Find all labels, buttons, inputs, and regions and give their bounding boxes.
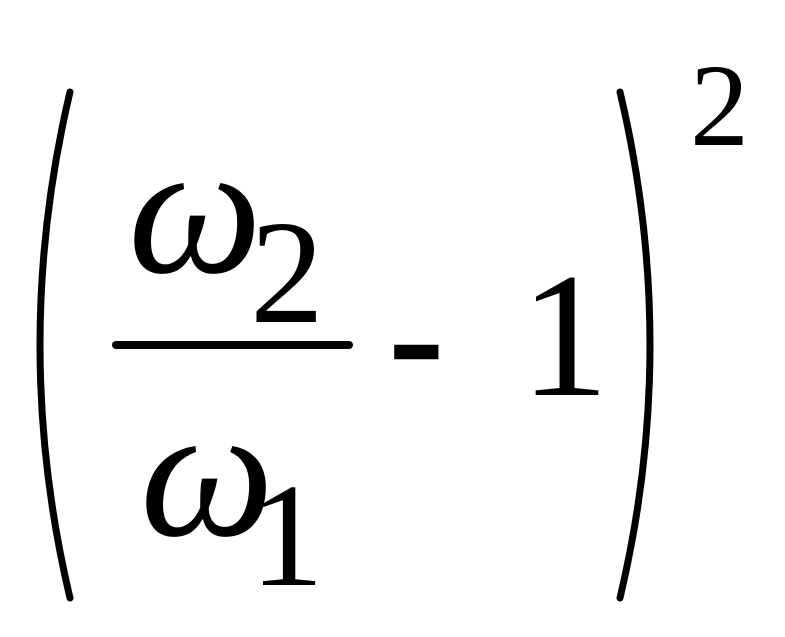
right-parenthesis bbox=[616, 88, 654, 602]
denominator-subscript: 1 bbox=[250, 454, 324, 618]
left-parenthesis bbox=[36, 88, 74, 602]
denominator-symbol: ω bbox=[140, 367, 274, 577]
minus-operator: - bbox=[388, 241, 445, 429]
constant-one: 1 bbox=[520, 236, 609, 434]
numerator-symbol: ω bbox=[128, 104, 262, 314]
numerator-subscript: 2 bbox=[250, 191, 324, 355]
exponent: 2 bbox=[690, 40, 749, 171]
